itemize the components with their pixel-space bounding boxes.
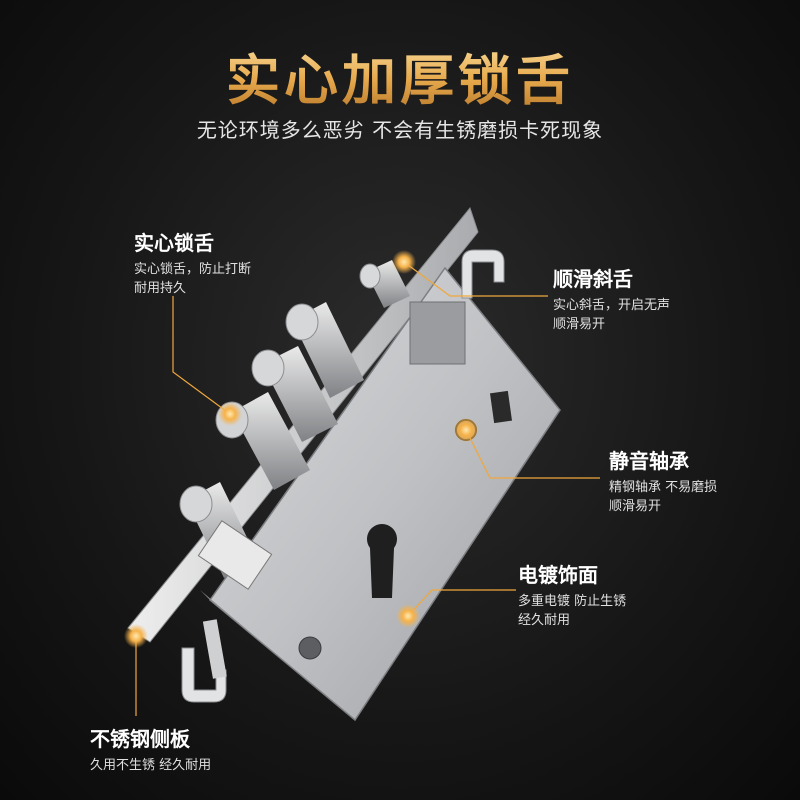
feature-smooth-latch: 顺滑斜舌 实心斜舌，开启无声 顺滑易开 <box>553 266 670 334</box>
feature-solid-bolt: 实心锁舌 实心锁舌，防止打断 耐用持久 <box>134 230 251 298</box>
feature-desc: 实心锁舌，防止打断 <box>134 262 252 277</box>
square-hole <box>489 390 513 424</box>
feature-stainless-plate: 不锈钢侧板 久用不生锈 经久耐用 <box>90 726 211 775</box>
feature-desc: 顺滑易开 <box>553 317 606 332</box>
callout-line-2 <box>403 261 548 297</box>
cross-screw <box>298 636 322 660</box>
feature-desc: 多重电镀 防止生锈 <box>518 594 627 609</box>
feature-desc: 久用不生锈 经久耐用 <box>90 758 212 773</box>
feature-title: 电镀饰面 <box>518 563 598 587</box>
hook-stem <box>202 619 227 679</box>
highlight-dot-3 <box>454 418 478 442</box>
feature-title: 不锈钢侧板 <box>90 727 190 751</box>
bolt-3 <box>285 302 364 398</box>
feature-title: 实心锁舌 <box>134 231 214 255</box>
label-sticker <box>197 520 273 590</box>
highlight-dot-5 <box>124 624 148 648</box>
feature-desc: 实心斜舌，开启无声 <box>553 298 671 313</box>
highlight-dot-1 <box>218 402 242 426</box>
keyhole <box>367 524 397 598</box>
feature-silent-bearing: 静音轴承 精钢轴承 不易磨损 顺滑易开 <box>609 448 717 516</box>
hook-top <box>461 249 505 299</box>
headline: 实心加厚锁舌 <box>0 36 800 115</box>
callout-line-1 <box>172 296 231 415</box>
feature-title: 顺滑斜舌 <box>553 267 633 291</box>
feature-desc: 顺滑易开 <box>609 499 662 514</box>
highlight-dot-2 <box>392 250 416 274</box>
feature-desc: 耐用持久 <box>134 281 187 296</box>
latch-housing <box>409 301 466 365</box>
highlight-dot-4 <box>396 604 420 628</box>
feature-title: 静音轴承 <box>609 449 689 473</box>
feature-desc: 经久耐用 <box>518 613 571 628</box>
small-latch <box>359 260 410 308</box>
bolt-2 <box>251 346 338 442</box>
lock-case-plate <box>208 266 561 722</box>
callout-line-3 <box>465 429 600 479</box>
feature-plated-finish: 电镀饰面 多重电镀 防止生锈 经久耐用 <box>518 562 626 630</box>
feature-desc: 精钢轴承 不易磨损 <box>609 480 718 495</box>
subline: 无论环境多么恶劣 不会有生锈磨损卡死现象 <box>196 118 604 142</box>
